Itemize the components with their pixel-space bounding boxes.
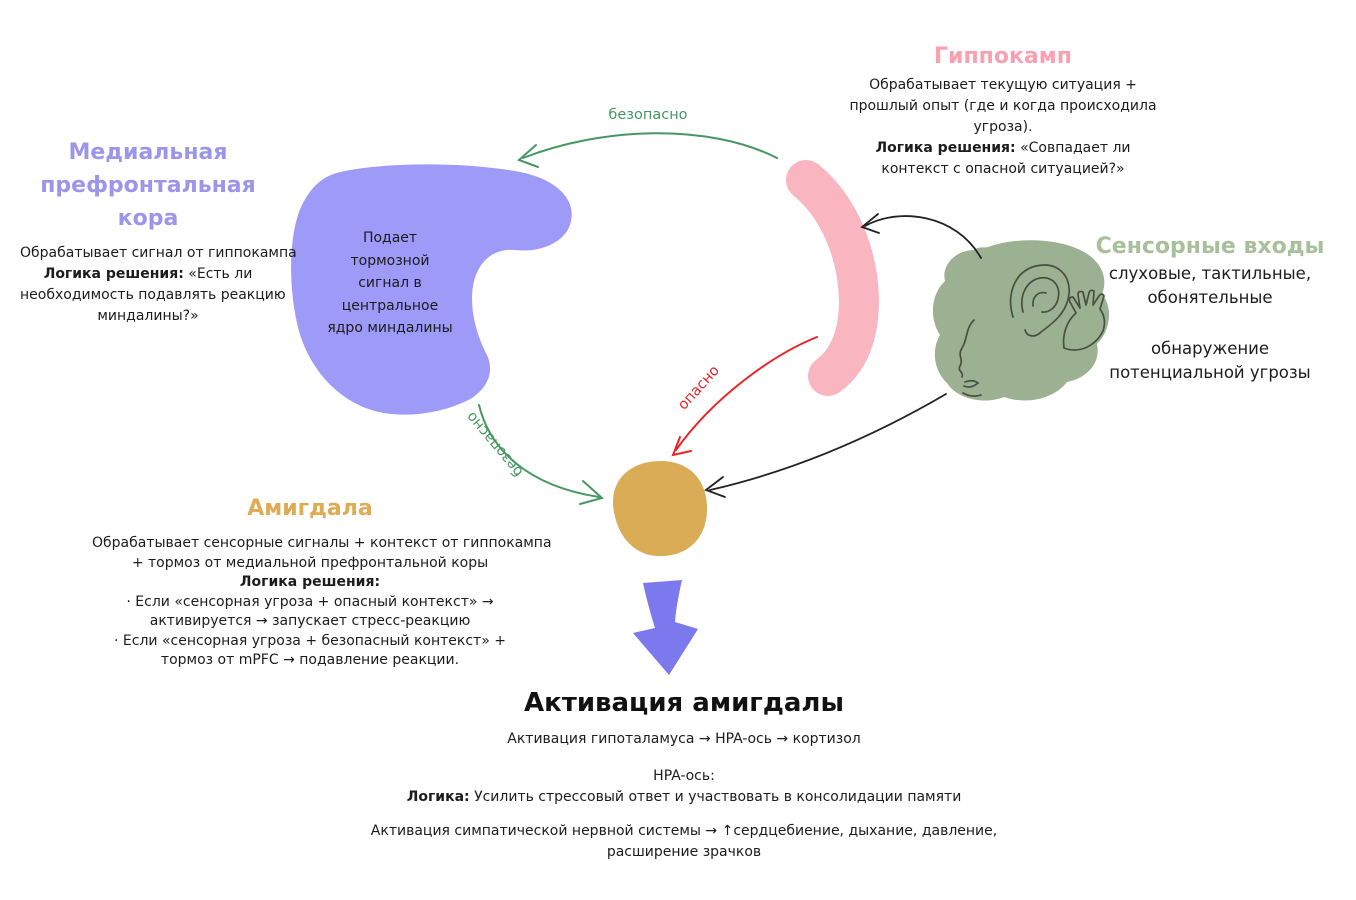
activation-line4b: расширение зрачков xyxy=(606,844,762,860)
mpfc-blob-label: Подает тормозной сигнал в центральное яд… xyxy=(310,227,470,340)
sensory-description: слуховые, тактильные, обонятельные обнар… xyxy=(1076,262,1344,384)
amygdala-bullet1-line1: · Если «сенсорная угроза + опасный конте… xyxy=(126,593,494,610)
mpfc-title-line1: Медиальная xyxy=(68,140,228,165)
hippocampus-desc-line5: контекст с опасной ситуацией?» xyxy=(881,161,1125,177)
hippocampus-desc-line3: угроза). xyxy=(973,119,1033,135)
activation-description: Активация гипоталамуса → HPA-ось → корти… xyxy=(334,729,1034,863)
mpfc-blob-line4: центральное xyxy=(341,297,439,314)
activation-line2: HPA-ось: xyxy=(653,768,715,784)
mpfc-logic-label: Логика решения: xyxy=(43,266,184,282)
danger-arrow xyxy=(671,336,818,457)
sensory-to-amygdala-arrow xyxy=(704,393,947,498)
safe-arrow-diagonal xyxy=(478,404,605,505)
hippocampus-desc-line1: Обрабатывает текущую ситуация + xyxy=(869,77,1137,93)
sensory-line3: обнаружение xyxy=(1150,339,1270,358)
sensory-to-hippocampus-arrow xyxy=(860,213,982,259)
amygdala-desc-line2: + тормоз от медиальной префронтальной ко… xyxy=(131,554,489,571)
hippocampus-logic-rest: «Совпадает ли xyxy=(1015,140,1131,156)
sensory-line2: обонятельные xyxy=(1147,287,1273,307)
hippocampus-blob-shape xyxy=(786,160,880,396)
sensory-line4: потенциальной угрозы xyxy=(1109,362,1311,382)
hippocampus-logic-line: Логика решения: «Совпадает ли xyxy=(848,138,1158,159)
face-profile-icon xyxy=(958,319,982,397)
hand-icon xyxy=(1062,289,1106,351)
mpfc-blob-line2: тормозной xyxy=(350,252,430,269)
activation-logic-label: Логика: xyxy=(406,789,470,805)
mpfc-desc-line1: Обрабатывает сигнал от гиппокампа xyxy=(20,245,297,261)
mpfc-desc-line4: миндалины?» xyxy=(97,308,199,324)
sensory-blob-shape xyxy=(932,240,1110,401)
activation-logic-rest: Усилить стрессовый ответ и участвовать в… xyxy=(469,789,962,805)
hippocampus-description: Обрабатывает текущую ситуация + прошлый … xyxy=(848,75,1158,180)
safe-arrow-top xyxy=(517,132,778,168)
amygdala-bullet2-line2: тормоз от mPFC → подавление реакции. xyxy=(160,652,460,668)
amygdala-bullet2-line1: · Если «сенсорная угроза + безопасный ко… xyxy=(114,632,506,649)
activation-title: Активация амигдалы xyxy=(524,688,844,718)
mpfc-title: Медиальная префронтальная кора xyxy=(20,136,276,235)
activation-line1: Активация гипоталамуса → HPA-ось → корти… xyxy=(507,731,861,747)
sensory-line1: слуховые, тактильные, xyxy=(1108,264,1312,283)
mpfc-title-line2: префронтальная xyxy=(40,173,256,198)
amygdala-title: Амигдала xyxy=(247,496,373,521)
mpfc-desc-line3: необходимость подавлять реакцию xyxy=(20,287,286,303)
sensory-section: Сенсорные входы слуховые, тактильные, об… xyxy=(1076,232,1344,384)
mpfc-section: Медиальная префронтальная кора Обрабатыв… xyxy=(20,136,297,327)
mpfc-logic-line: Логика решения: «Есть ли xyxy=(20,264,276,285)
mpfc-blob-line5: ядро миндалины xyxy=(327,320,453,336)
hippocampus-title: Гиппокамп xyxy=(934,44,1072,69)
amygdala-logic-label: Логика решения: xyxy=(239,574,381,590)
mpfc-blob-line3: сигнал в xyxy=(358,275,422,291)
sensory-title: Сенсорные входы xyxy=(1095,234,1325,259)
ear-icon xyxy=(1009,264,1070,337)
activation-line4a: Активация симпатической нервной системы … xyxy=(370,823,998,839)
amygdala-logic-line: Логика решения: xyxy=(92,573,528,593)
activation-down-arrow xyxy=(633,580,698,675)
amygdala-bullet1-line2: активируется → запускает стресс-реакцию xyxy=(149,613,471,629)
mpfc-logic-rest: «Есть ли xyxy=(183,266,253,282)
mpfc-description: Обрабатывает сигнал от гиппокампа Логика… xyxy=(20,243,297,327)
safe-top-arrow-label: безопасно xyxy=(608,107,688,123)
activation-section: Активация амигдалы Активация гипоталамус… xyxy=(334,688,1034,863)
mpfc-blob-shape xyxy=(291,164,572,415)
activation-logic-line: Логика: Усилить стрессовый ответ и участ… xyxy=(334,787,1034,808)
amygdala-circle-shape xyxy=(612,461,708,557)
mpfc-blob-line1: Подает xyxy=(362,230,418,246)
mpfc-title-line3: кора xyxy=(117,206,179,231)
amygdala-description: Обрабатывает сенсорные сигналы + контекс… xyxy=(92,534,552,671)
hippocampus-logic-label: Логика решения: xyxy=(875,140,1016,156)
hippocampus-section: Гиппокамп Обрабатывает текущую ситуация … xyxy=(848,42,1158,180)
amygdala-desc-line1: Обрабатывает сенсорные сигналы + контекс… xyxy=(92,535,552,551)
amygdala-section: Амигдала Обрабатывает сенсорные сигналы … xyxy=(92,494,552,671)
hippocampus-desc-line2: прошлый опыт (где и когда происходила xyxy=(849,98,1157,114)
